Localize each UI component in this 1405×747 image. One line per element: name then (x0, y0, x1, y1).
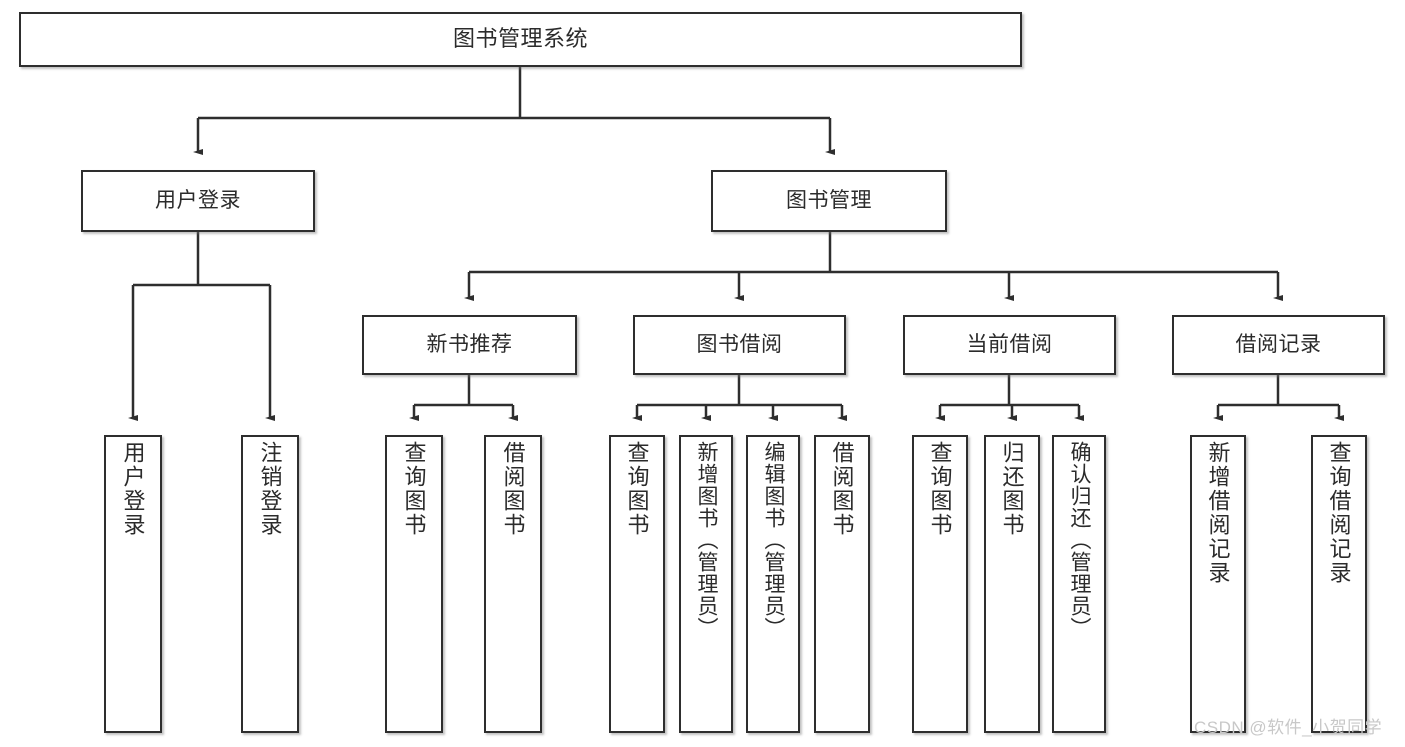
node-leaf-add-book-admin[interactable]: 新增图书（管理员） (679, 435, 733, 733)
node-borrow-record[interactable]: 借阅记录 (1172, 315, 1385, 375)
node-leaf-query-book-2-label: 查询图书 (624, 441, 650, 537)
node-leaf-return-book-label: 归还图书 (999, 441, 1025, 537)
node-leaf-query-borrow-record-label: 查询借阅记录 (1326, 441, 1352, 585)
node-leaf-query-book-2[interactable]: 查询图书 (609, 435, 665, 733)
node-leaf-borrow-book-2-label: 借阅图书 (829, 441, 855, 537)
node-leaf-query-borrow-record[interactable]: 查询借阅记录 (1311, 435, 1367, 733)
node-user-login-label: 用户登录 (155, 189, 241, 213)
node-book-borrow[interactable]: 图书借阅 (633, 315, 846, 375)
csdn-watermark: CSDN @软件_小贺同学 (1194, 718, 1383, 737)
node-leaf-add-borrow-record[interactable]: 新增借阅记录 (1190, 435, 1246, 733)
node-leaf-query-book-1[interactable]: 查询图书 (385, 435, 443, 733)
node-leaf-confirm-return-admin[interactable]: 确认归还（管理员） (1052, 435, 1106, 733)
node-leaf-borrow-book-1-label: 借阅图书 (500, 441, 526, 537)
node-leaf-add-borrow-record-label: 新增借阅记录 (1205, 441, 1231, 585)
node-leaf-logout-login[interactable]: 注销登录 (241, 435, 299, 733)
node-leaf-borrow-book-2[interactable]: 借阅图书 (814, 435, 870, 733)
node-root-label: 图书管理系统 (452, 26, 588, 52)
node-current-borrow-label: 当前借阅 (966, 333, 1053, 357)
node-leaf-user-login-label: 用户登录 (120, 441, 146, 537)
node-leaf-return-book[interactable]: 归还图书 (984, 435, 1040, 733)
node-book-manage[interactable]: 图书管理 (711, 170, 947, 232)
node-leaf-query-book-3-label: 查询图书 (927, 441, 953, 537)
node-book-manage-label: 图书管理 (786, 189, 872, 213)
node-current-borrow[interactable]: 当前借阅 (903, 315, 1116, 375)
node-leaf-add-book-admin-label: 新增图书（管理员） (695, 441, 719, 639)
node-leaf-edit-book-admin-label: 编辑图书（管理员） (762, 441, 786, 639)
node-new-book-recommend-label: 新书推荐 (426, 333, 513, 357)
node-leaf-user-login[interactable]: 用户登录 (104, 435, 162, 733)
node-new-book-recommend[interactable]: 新书推荐 (362, 315, 577, 375)
node-leaf-logout-login-label: 注销登录 (257, 441, 283, 537)
node-leaf-borrow-book-1[interactable]: 借阅图书 (484, 435, 542, 733)
node-borrow-record-label: 借阅记录 (1235, 333, 1322, 357)
node-leaf-confirm-return-admin-label: 确认归还（管理员） (1068, 441, 1092, 639)
node-leaf-edit-book-admin[interactable]: 编辑图书（管理员） (746, 435, 800, 733)
node-leaf-query-book-1-label: 查询图书 (401, 441, 427, 537)
node-user-login[interactable]: 用户登录 (81, 170, 315, 232)
node-root[interactable]: 图书管理系统 (19, 12, 1022, 67)
node-leaf-query-book-3[interactable]: 查询图书 (912, 435, 968, 733)
node-book-borrow-label: 图书借阅 (696, 333, 783, 357)
